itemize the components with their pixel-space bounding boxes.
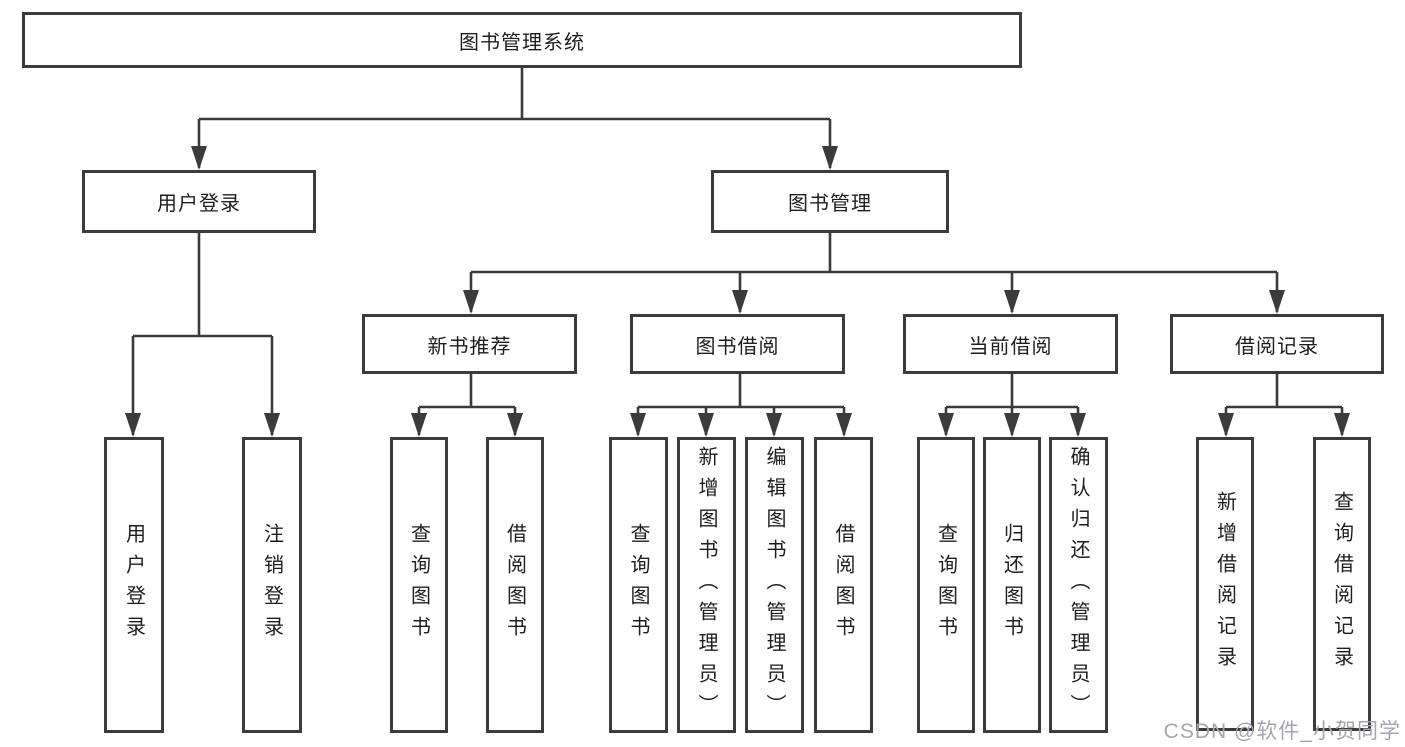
node-borrow-records: 借阅记录 (1170, 314, 1384, 374)
leaf-query-books-recommend: 查询图书 (390, 437, 448, 733)
leaf-logout: 注销登录 (242, 437, 302, 733)
node-user-login: 用户登录 (82, 170, 316, 233)
node-book-borrow: 图书借阅 (630, 314, 845, 374)
leaf-query-books-current: 查询图书 (917, 437, 975, 733)
leaf-user-login: 用户登录 (104, 437, 164, 733)
node-current-borrow: 当前借阅 (903, 314, 1118, 374)
leaf-return-books: 归还图书 (983, 437, 1041, 733)
leaf-query-books-borrow: 查询图书 (609, 437, 668, 733)
leaf-query-borrow-record: 查询借阅记录 (1313, 437, 1371, 731)
node-book-management: 图书管理 (711, 170, 949, 233)
csdn-watermark: CSDN @软件_小贺同学 (1163, 720, 1401, 743)
node-new-book-recommend: 新书推荐 (362, 314, 577, 374)
leaf-add-books-admin: 新增图书（管理员） (677, 437, 736, 733)
leaf-borrow-books: 借阅图书 (814, 437, 873, 733)
leaf-confirm-return-admin: 确认归还（管理员） (1049, 437, 1108, 733)
leaf-borrow-books-recommend: 借阅图书 (486, 437, 544, 733)
leaf-add-borrow-record: 新增借阅记录 (1196, 437, 1254, 731)
node-library-management-system: 图书管理系统 (22, 12, 1022, 68)
leaf-edit-books-admin: 编辑图书（管理员） (745, 437, 804, 733)
